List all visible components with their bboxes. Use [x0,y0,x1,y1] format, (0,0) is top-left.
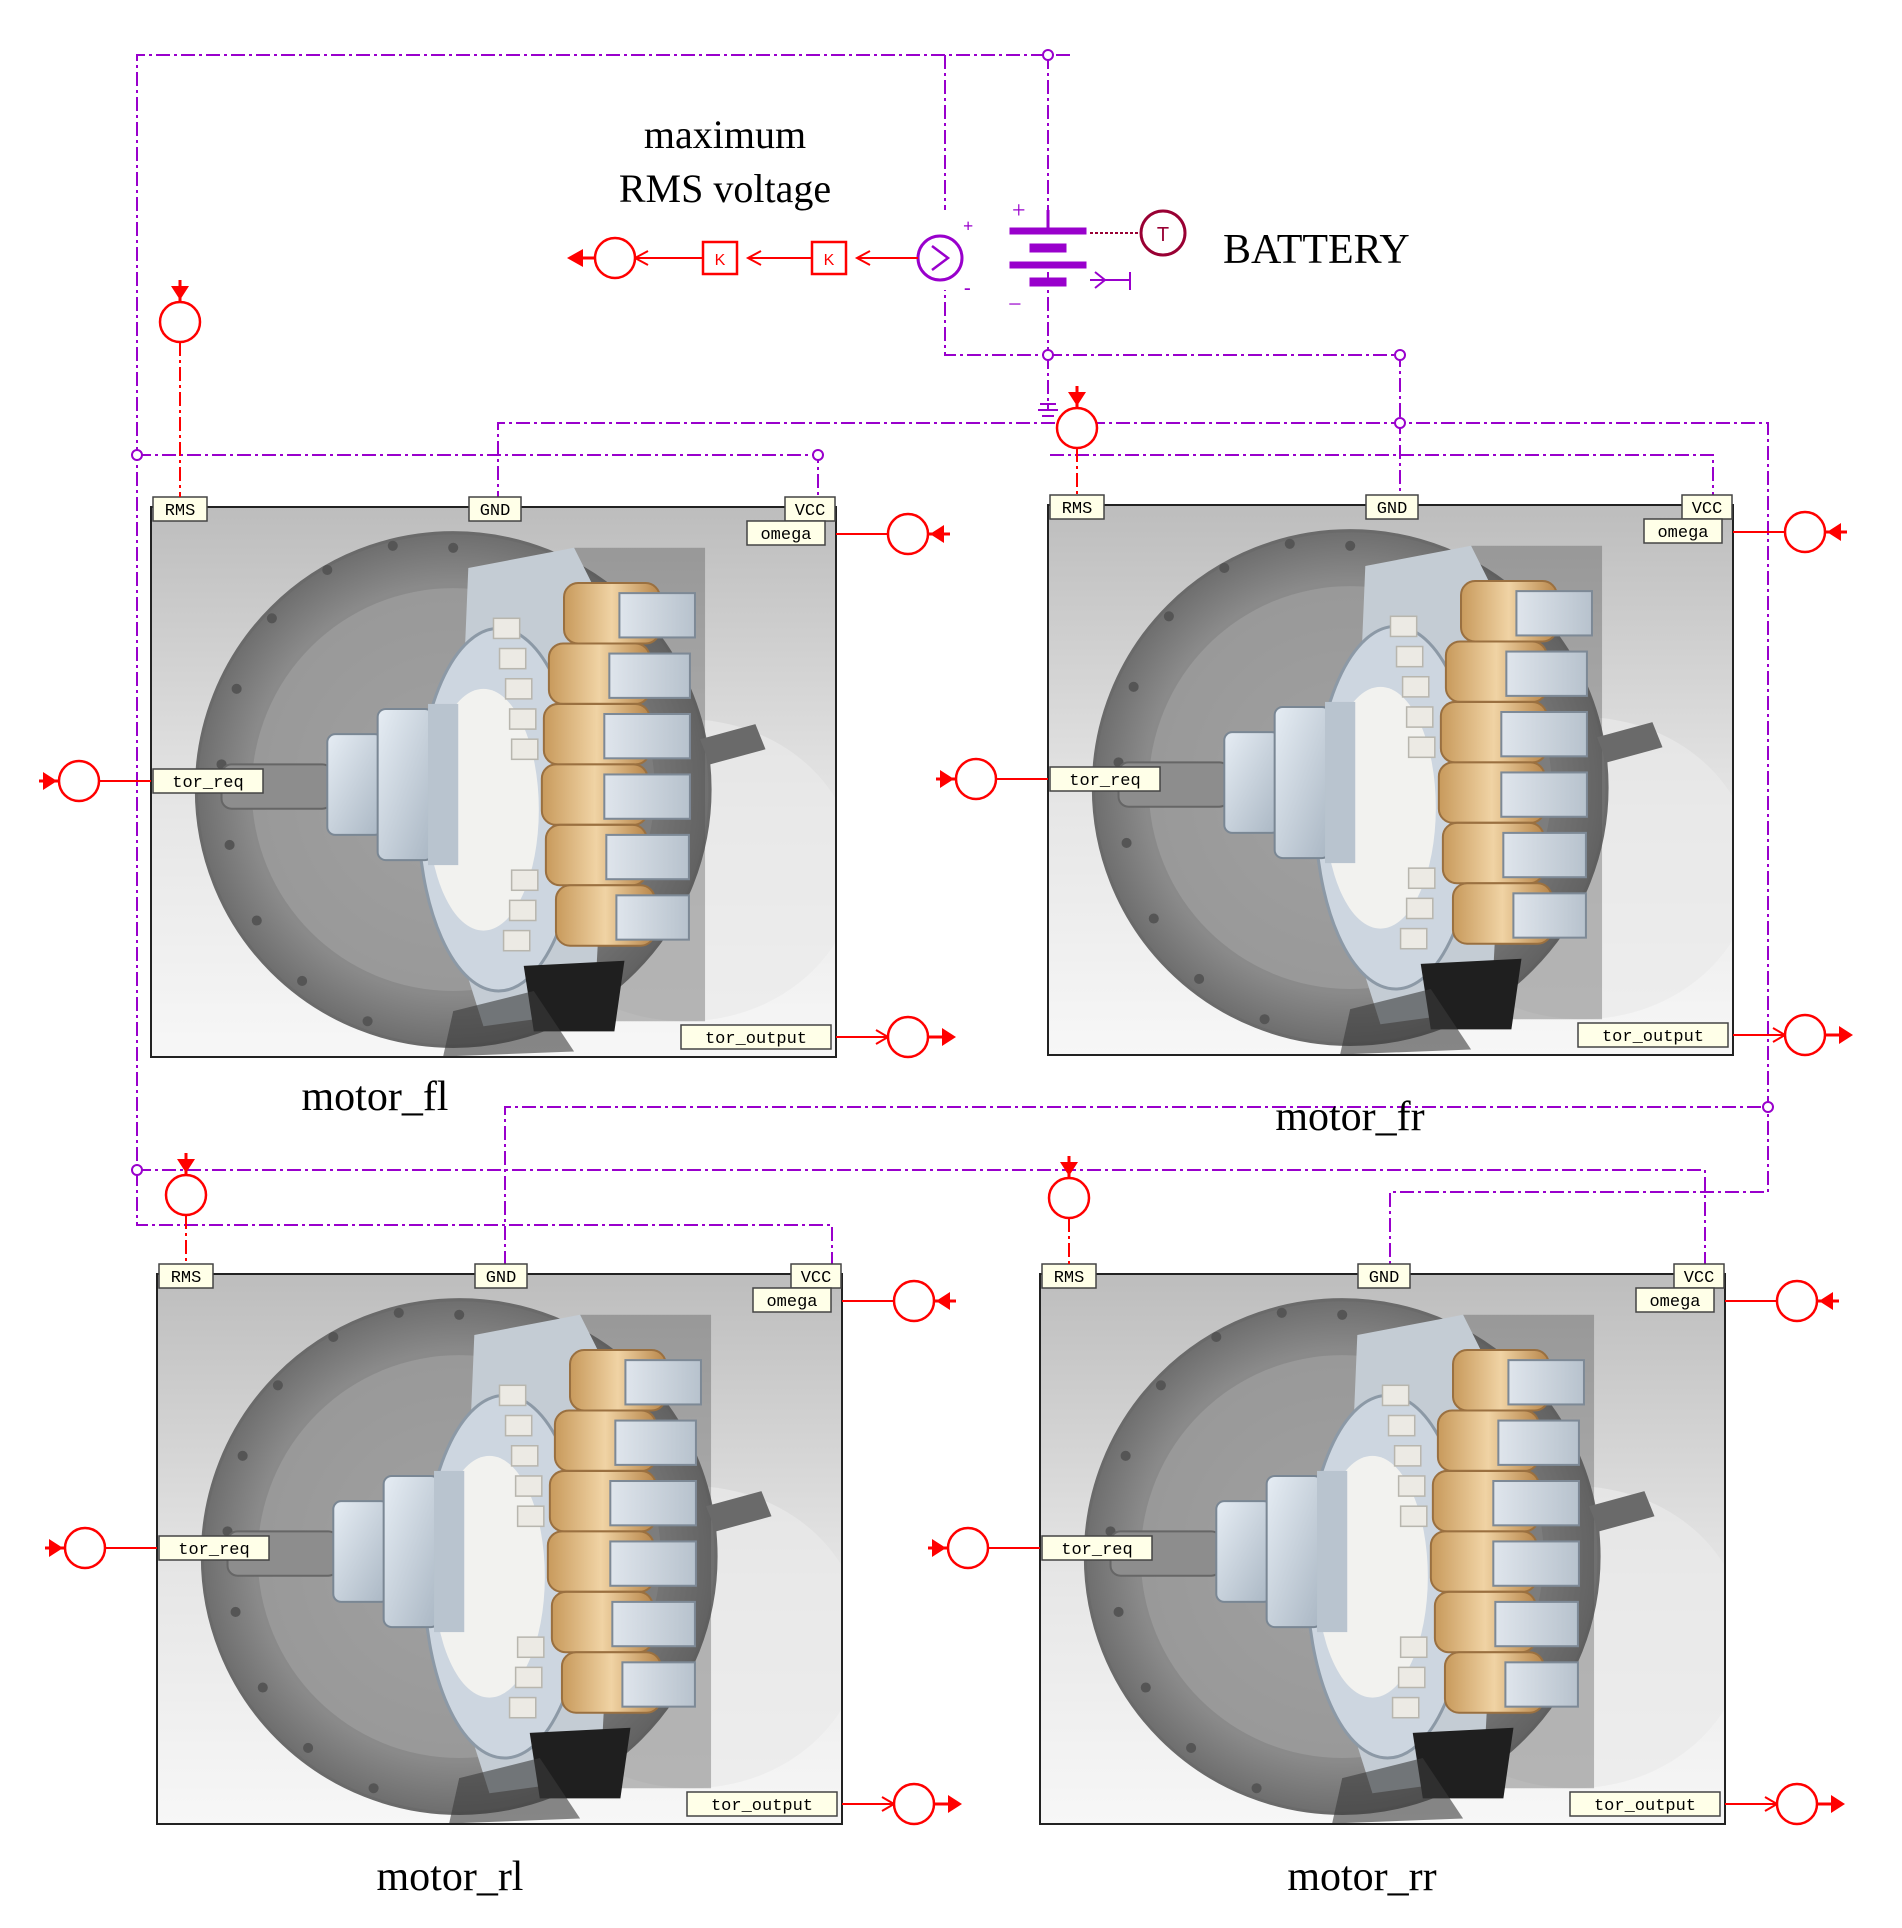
thermal-port-label: T [1157,224,1169,246]
port-vcc-label: VCC [801,1269,832,1288]
tor-req-input-port[interactable] [39,759,101,803]
port-omega-label: omega [1649,1293,1700,1312]
omega-input-port[interactable] [1775,1279,1839,1323]
tor-req-input-port[interactable] [928,1526,990,1570]
port-tor-output-label: tor_output [705,1030,807,1049]
battery-plus-sign: + [1012,198,1026,224]
omega-input-port[interactable] [886,512,950,556]
ground-icon [1038,403,1058,417]
tor-req-input-port[interactable] [936,757,998,801]
tor-output-port[interactable] [1783,1013,1853,1057]
battery-minus-sign: − [1008,292,1022,318]
port-tor-output-label: tor_output [711,1797,813,1816]
thermal-port[interactable]: T [1090,209,1187,257]
rms-input-port[interactable] [158,280,202,344]
title-line-1: maximum [644,112,806,157]
port-vcc-label: VCC [1684,1269,1715,1288]
rms-input-port[interactable] [164,1153,208,1217]
port-omega-label: omega [760,526,811,545]
port-vcc-label: VCC [795,502,826,521]
battery-label: BATTERY [1223,227,1410,273]
motor-name-rl: motor_rl [377,1854,524,1900]
motor-name-fl: motor_fl [302,1074,449,1120]
port-gnd-label: GND [1369,1269,1400,1288]
battery-icon[interactable]: + − [1008,198,1087,318]
motor-block-fl[interactable]: RMS GND VCC omega tor_req tor_output motor_fl [39,280,956,1120]
port-omega-label: omega [766,1293,817,1312]
gain-block-1[interactable]: K [701,240,739,276]
sensor-minus-sign: - [964,277,971,299]
port-gnd-label: GND [480,502,511,521]
motor-block-rr[interactable]: RMS GND VCC omega tor_req tor_output motor_rr [928,1156,1845,1900]
voltage-sensor-icon[interactable]: + - [916,205,973,299]
port-omega-label: omega [1657,524,1708,543]
rms-signal-chain [632,250,918,266]
rms-input-port[interactable] [1055,386,1099,450]
port-gnd-label: GND [1377,500,1408,519]
title-line-2: RMS voltage [619,166,831,211]
battery-soc-output-arrow [1090,271,1131,290]
rms-output-port[interactable] [567,236,637,280]
port-tor-output-label: tor_output [1602,1028,1704,1047]
electrical-connection-dots [131,49,1774,1176]
port-tor-req-label: tor_req [178,1541,249,1560]
port-rms-label: RMS [165,502,196,521]
port-tor-req-label: tor_req [172,774,243,793]
port-gnd-label: GND [486,1269,517,1288]
gain-1-label: K [715,252,726,269]
motor-block-rl[interactable]: RMS GND VCC omega tor_req tor_output motor_rl [45,1153,962,1900]
motor-name-rr: motor_rr [1287,1854,1436,1900]
omega-input-port[interactable] [1783,510,1847,554]
omega-input-port[interactable] [892,1279,956,1323]
port-tor-req-label: tor_req [1061,1541,1132,1560]
gain-2-label: K [824,252,835,269]
port-rms-label: RMS [1054,1269,1085,1288]
port-rms-label: RMS [1062,500,1093,519]
port-vcc-label: VCC [1692,500,1723,519]
port-tor-output-label: tor_output [1594,1797,1696,1816]
tor-output-port[interactable] [892,1782,962,1826]
tor-req-input-port[interactable] [45,1526,107,1570]
motor-name-fr: motor_fr [1275,1094,1424,1140]
port-tor-req-label: tor_req [1069,772,1140,791]
sensor-plus-sign: + [963,216,973,236]
tor-output-port[interactable] [1775,1782,1845,1826]
rms-input-port[interactable] [1047,1156,1091,1220]
tor-output-port[interactable] [886,1015,956,1059]
gain-block-2[interactable]: K [810,240,848,276]
motor-block-fr[interactable]: RMS GND VCC omega tor_req tor_output motor_fr [936,386,1853,1140]
port-rms-label: RMS [171,1269,202,1288]
